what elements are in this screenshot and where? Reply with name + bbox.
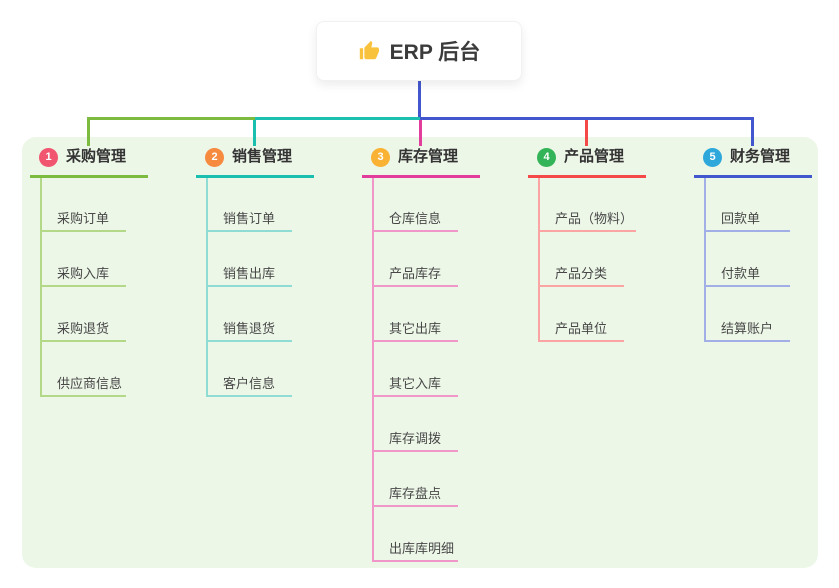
- connector-bus-mid: [255, 117, 420, 120]
- child-node-label: 产品（物料）: [555, 211, 634, 226]
- child-node-label: 库存调拨: [389, 431, 442, 446]
- child-node[interactable]: 付款单: [704, 261, 790, 287]
- child-node[interactable]: 产品（物料）: [538, 206, 637, 232]
- root-node[interactable]: ERP 后台: [316, 21, 522, 81]
- branch-badge: 4: [537, 147, 556, 167]
- child-node[interactable]: 库存调拨: [372, 426, 458, 452]
- child-node[interactable]: 销售订单: [206, 206, 292, 232]
- child-node-label: 产品单位: [555, 321, 608, 336]
- child-node[interactable]: 回款单: [704, 206, 790, 232]
- child-node[interactable]: 采购订单: [40, 206, 126, 232]
- child-node-label: 产品分类: [555, 266, 608, 281]
- child-node-label: 其它出库: [389, 321, 442, 336]
- child-node[interactable]: 出库库明细: [372, 536, 458, 562]
- child-node-label: 付款单: [721, 266, 761, 281]
- connector-drop-inventory: [419, 120, 422, 146]
- branch-badge: 3: [371, 147, 390, 167]
- child-node[interactable]: 供应商信息: [40, 371, 126, 397]
- child-node[interactable]: 销售出库: [206, 261, 292, 287]
- child-node[interactable]: 销售退货: [206, 316, 292, 342]
- connector-bus-right: [420, 117, 754, 120]
- root-node-label: ERP 后台: [389, 41, 481, 64]
- child-node-label: 采购入库: [57, 266, 110, 281]
- child-node-label: 客户信息: [223, 376, 276, 391]
- child-node[interactable]: 采购退货: [40, 316, 126, 342]
- connector-root-stem: [418, 81, 421, 118]
- connector-drop-product: [585, 117, 588, 146]
- child-node-label: 库存盘点: [389, 486, 442, 501]
- child-node-label: 采购退货: [57, 321, 110, 336]
- child-node-label: 其它入库: [389, 376, 442, 391]
- child-node[interactable]: 库存盘点: [372, 481, 458, 507]
- connector-bus-left: [88, 117, 255, 120]
- child-node[interactable]: 客户信息: [206, 371, 292, 397]
- branch-node-inventory[interactable]: 3 库存管理: [362, 147, 480, 178]
- child-node[interactable]: 其它入库: [372, 371, 458, 397]
- branch-node-finance[interactable]: 5 财务管理: [694, 147, 812, 178]
- connector-drop-sales: [253, 117, 256, 146]
- child-node[interactable]: 产品单位: [538, 316, 624, 342]
- connector-branch-spine: [206, 178, 208, 397]
- child-node-label: 产品库存: [389, 266, 442, 281]
- branch-label: 销售管理: [232, 148, 293, 165]
- child-node-label: 销售订单: [223, 211, 276, 226]
- branch-label: 库存管理: [398, 148, 459, 165]
- child-node-label: 出库库明细: [389, 541, 455, 556]
- child-node-label: 回款单: [721, 211, 761, 226]
- child-node[interactable]: 产品分类: [538, 261, 624, 287]
- child-node-label: 销售退货: [223, 321, 276, 336]
- child-node[interactable]: 结算账户: [704, 316, 790, 342]
- branch-badge: 5: [703, 147, 722, 167]
- child-node-label: 销售出库: [223, 266, 276, 281]
- connector-drop-finance: [751, 117, 754, 146]
- connector-branch-spine: [372, 178, 374, 562]
- connector-branch-spine: [704, 178, 706, 342]
- branch-label: 财务管理: [730, 148, 791, 165]
- thumbs-up-icon: [358, 40, 380, 62]
- branches-panel: [22, 137, 818, 568]
- branch-badge: 1: [39, 147, 58, 167]
- connector-drop-purchase: [87, 117, 90, 146]
- connector-branch-spine: [538, 178, 540, 342]
- child-node-label: 采购订单: [57, 211, 110, 226]
- child-node[interactable]: 采购入库: [40, 261, 126, 287]
- child-node[interactable]: 仓库信息: [372, 206, 458, 232]
- child-node-label: 结算账户: [721, 321, 774, 336]
- child-node-label: 供应商信息: [57, 376, 123, 391]
- branch-label: 采购管理: [66, 148, 127, 165]
- branch-node-purchase[interactable]: 1 采购管理: [30, 147, 148, 178]
- connector-branch-spine: [40, 178, 42, 397]
- branch-node-sales[interactable]: 2 销售管理: [196, 147, 314, 178]
- branch-node-product[interactable]: 4 产品管理: [528, 147, 646, 178]
- child-node[interactable]: 产品库存: [372, 261, 458, 287]
- branch-label: 产品管理: [564, 148, 625, 165]
- branch-badge: 2: [205, 147, 224, 167]
- child-node[interactable]: 其它出库: [372, 316, 458, 342]
- child-node-label: 仓库信息: [389, 211, 442, 226]
